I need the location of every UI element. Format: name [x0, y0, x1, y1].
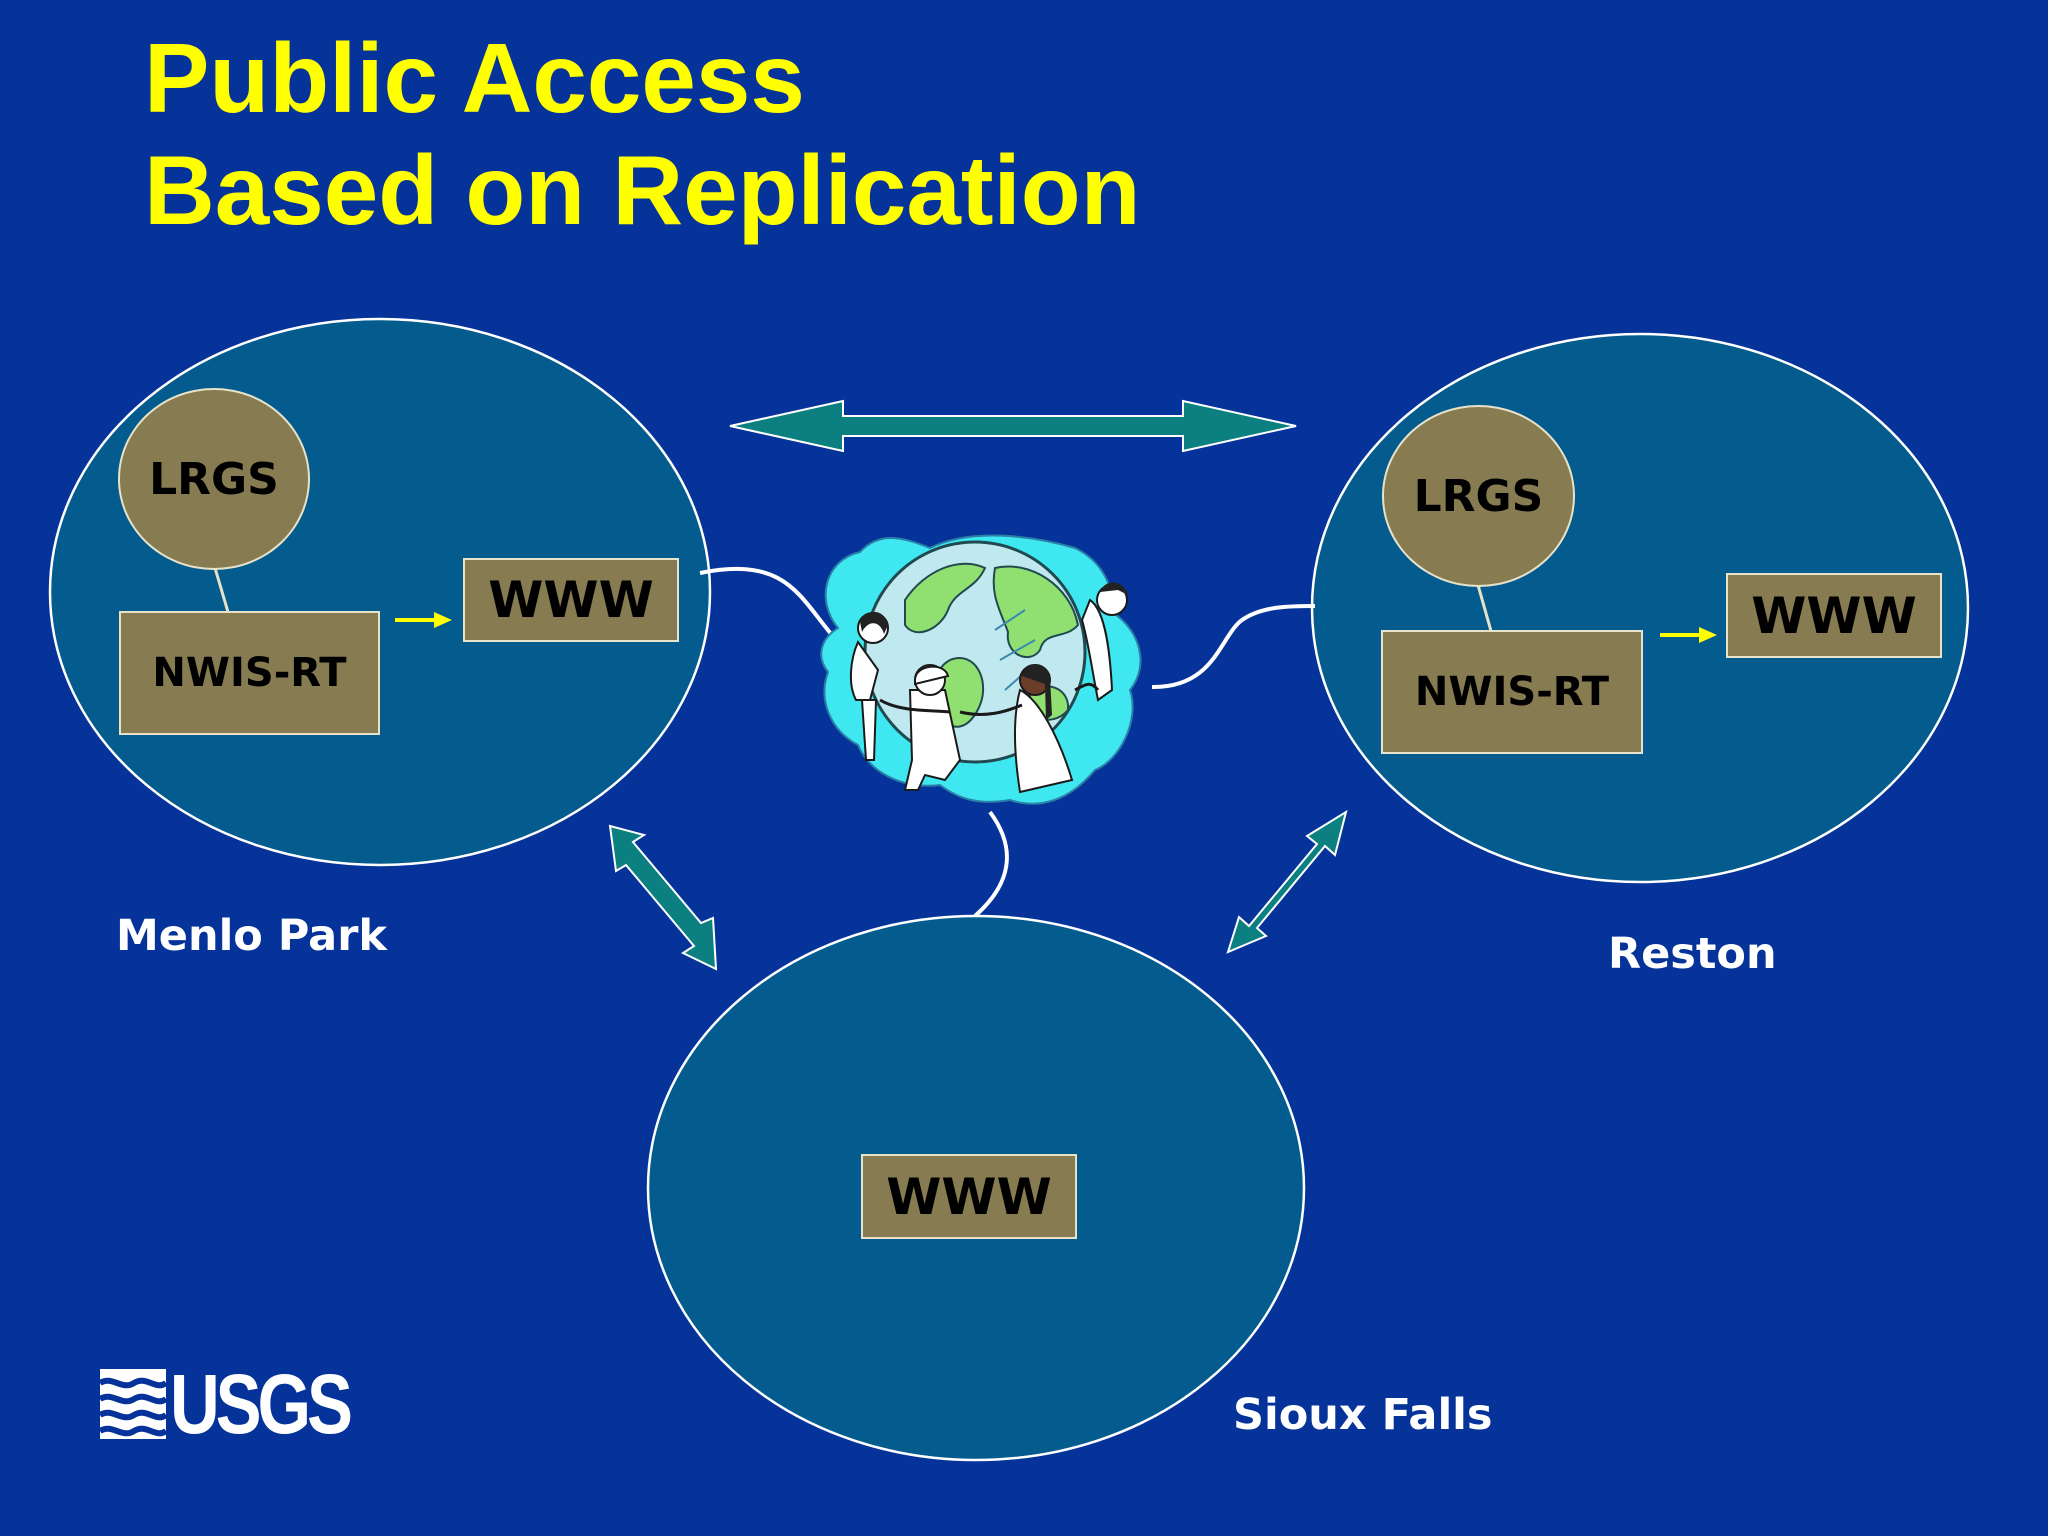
reston-lrgs-label: LRGS [1413, 470, 1544, 522]
reston-www-box: WWW [1726, 573, 1942, 658]
reston-network-link [1151, 604, 1316, 690]
menlo-www-label: WWW [488, 571, 654, 629]
siouxfalls-www-label: WWW [886, 1167, 1052, 1226]
reston-nwis-label: NWIS-RT [1414, 669, 1610, 715]
menlo-lrgs-label: LRGS [149, 453, 279, 505]
usgs-waves-icon [100, 1369, 166, 1439]
reston-label: Reston [1608, 929, 1777, 979]
replication-arrow-reston-siouxfalls [1226, 809, 1348, 954]
reston-nwis-box: NWIS-RT [1381, 630, 1643, 754]
menlo-www-box: WWW [463, 558, 679, 642]
title-line-1: Public Access [144, 23, 805, 133]
menlo-feed-arrow [395, 612, 452, 628]
menlo-nwis-box: NWIS-RT [119, 611, 380, 735]
menlo-lrgs-nwis-connector [213, 567, 230, 613]
menlo-nwis-label: NWIS-RT [152, 650, 347, 696]
usgs-logo-text: USGS [170, 1357, 353, 1451]
sioux-falls-network-link [973, 810, 1009, 918]
siouxfalls-www-box: WWW [861, 1154, 1077, 1239]
page-title: Public Access Based on Replication [144, 22, 1141, 246]
reston-lrgs-nwis-connector [1476, 584, 1493, 632]
menlo-network-link [699, 566, 840, 644]
reston-www-label: WWW [1751, 586, 1917, 645]
reston-feed-arrow [1660, 627, 1717, 643]
replication-arrow-menlo-reston [729, 399, 1297, 453]
usgs-logo: USGS [100, 1362, 388, 1446]
title-line-2: Based on Replication [144, 135, 1141, 245]
replication-arrow-menlo-siouxfalls [608, 824, 718, 971]
reston-lrgs-node: LRGS [1382, 405, 1575, 587]
menlo-park-label: Menlo Park [116, 911, 387, 961]
menlo-lrgs-node: LRGS [118, 388, 310, 570]
globe-with-people-icon [820, 534, 1142, 805]
sioux-falls-label: Sioux Falls [1233, 1390, 1493, 1440]
